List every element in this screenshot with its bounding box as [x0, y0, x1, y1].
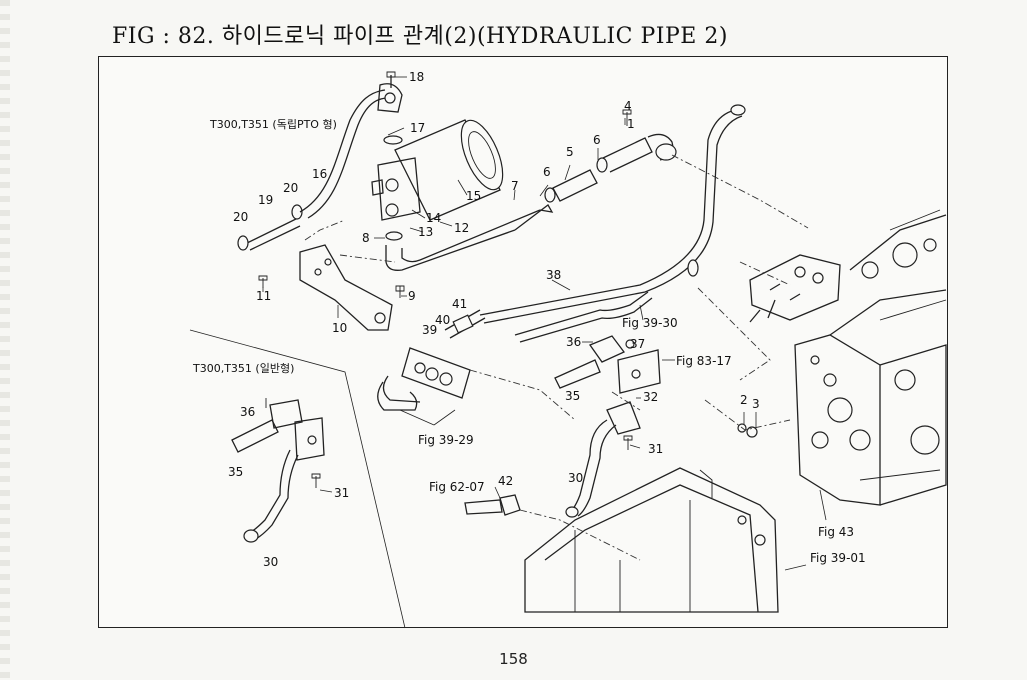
callout-6b: 6	[543, 165, 551, 179]
variant-label-independent-pto: T300,T351 (독립PTO 형)	[209, 118, 337, 131]
callout-19: 19	[258, 193, 273, 207]
connection-lines	[304, 154, 809, 561]
variant-divider	[189, 329, 406, 629]
callout-10: 10	[332, 321, 347, 335]
fig-ref-39-29: Fig 39-29	[418, 433, 474, 447]
fig-ref-62-07: Fig 62-07	[429, 480, 485, 494]
transmission-housing	[737, 209, 947, 506]
callout-42: 42	[498, 474, 513, 488]
callout-11: 11	[256, 289, 271, 303]
callout-5: 5	[566, 145, 574, 159]
callout-18: 18	[409, 70, 424, 84]
callout-2: 2	[740, 393, 748, 407]
fig-ref-43: Fig 43	[818, 525, 854, 539]
callout-7: 7	[511, 179, 519, 193]
fig-ref-83-17: Fig 83-17	[676, 354, 732, 368]
callout-38: 38	[546, 268, 561, 282]
callout-13: 13	[418, 225, 433, 239]
callout-37: 37	[630, 337, 645, 351]
callout-12: 12	[454, 221, 469, 235]
bracket-10	[258, 244, 393, 331]
callout-9: 9	[408, 289, 416, 303]
pipe-assembly-upper-left	[237, 71, 403, 251]
leader-lines	[262, 76, 827, 571]
callout-16: 16	[312, 167, 327, 181]
callout-41: 41	[452, 297, 467, 311]
rear-housing	[524, 467, 779, 613]
general-variant-assembly	[231, 398, 325, 543]
page-title: FIG : 82. 하이드로닉 파이프 관계(2)(HYDRAULIC PIPE…	[112, 24, 728, 49]
callout-32: 32	[643, 390, 658, 404]
filter-assembly	[371, 119, 504, 221]
callout-1: 1	[627, 117, 635, 131]
callout-36-general: 36	[240, 405, 255, 419]
binder-margin	[0, 0, 10, 680]
block-fitting-assembly	[554, 335, 661, 394]
callout-14: 14	[426, 211, 441, 225]
callout-35-center: 35	[565, 389, 580, 403]
figure-references: Fig 39-30 Fig 83-17 Fig 39-29 Fig 62-07 …	[418, 316, 866, 565]
manifold-plate	[377, 309, 486, 411]
fig-ref-39-30: Fig 39-30	[622, 316, 678, 330]
callout-3: 3	[752, 397, 760, 411]
callout-35-general: 35	[228, 465, 243, 479]
callout-4: 4	[624, 99, 632, 113]
page-number: 158	[499, 650, 528, 668]
fitting-42	[464, 494, 521, 516]
callout-30-general: 30	[263, 555, 278, 569]
callout-15: 15	[466, 189, 481, 203]
return-pipe	[479, 104, 746, 343]
callout-39: 39	[422, 323, 437, 337]
pipe-7-assembly	[385, 204, 554, 298]
callout-31-center: 31	[648, 442, 663, 456]
callout-40: 40	[435, 313, 450, 327]
callout-17: 17	[410, 121, 425, 135]
callout-8: 8	[362, 231, 370, 245]
pipe-30-center	[565, 401, 641, 518]
callout-20a: 20	[283, 181, 298, 195]
callout-labels: 1 2 3 4 5 6 6 7 8 9 10 11 12 13 14 15 16…	[228, 70, 760, 569]
callout-31-general: 31	[334, 486, 349, 500]
callout-30-center: 30	[568, 471, 583, 485]
callout-6a: 6	[593, 133, 601, 147]
variant-label-general: T300,T351 (일반형)	[192, 361, 294, 375]
callout-36-center: 36	[566, 335, 581, 349]
control-valve	[749, 254, 841, 323]
callout-20b: 20	[233, 210, 248, 224]
hose-5-assembly	[544, 109, 677, 203]
fig-ref-39-01: Fig 39-01	[810, 551, 866, 565]
